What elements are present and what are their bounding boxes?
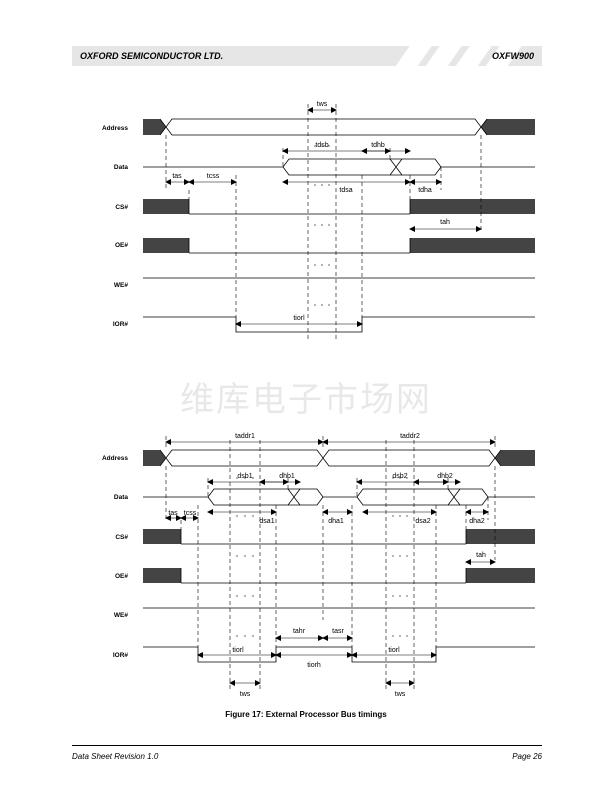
timing-label-tws: tws [395,691,406,698]
signal-label-we: WE# [114,612,128,619]
address-waveform [143,118,535,136]
timing-label-tdhb: tdhb [371,142,385,149]
bottom-dotted-region [236,477,408,637]
timing-label-tas: tas [172,173,182,180]
oe-waveform [143,238,535,254]
timing-label-taddr1: taddr1 [235,433,255,440]
ior-waveform [143,646,535,663]
timing-label-tah: tah [476,552,486,559]
top-timing-arrows [165,107,482,327]
timing-label-tws: tws [240,691,251,698]
timing-label-dhb2: dhb2 [437,473,453,480]
footer-revision: Data Sheet Revision 1.0 [72,752,159,761]
timing-label-dha1: dha1 [328,518,344,525]
timing-label-tdha: tdha [418,187,432,194]
timing-label-tiorl: tiorl [232,647,244,654]
timing-label-dsb1: dsb1 [237,473,252,480]
oe-waveform [143,568,535,584]
data-waveform [143,158,535,176]
cs-waveform [143,199,535,215]
signal-label-address: Address [102,455,128,462]
timing-label-dsa2: dsa2 [415,518,430,525]
footer-page-number: Page 26 [512,752,542,761]
bottom-timing-arrows [165,439,496,686]
bottom-reference-lines [165,436,496,690]
signal-label-address: Address [102,125,128,132]
signal-label-cs: CS# [115,534,128,541]
timing-label-tdsa: tdsa [339,187,352,194]
timing-label-dsb2: dsb2 [392,473,407,480]
top-timing-diagram: Address Data CS# OE# WE# IOR# [102,101,535,340]
timing-label-tdsb: tdsb [315,142,328,149]
bottom-timing-diagram: Address Data CS# OE# WE# IOR# [102,433,535,698]
signal-label-data: Data [114,494,128,501]
address-waveform [143,449,535,467]
timing-label-tiorl: tiorl [293,315,305,322]
header-part-number: OXFW900 [491,51,534,61]
footer-divider [72,745,542,746]
timing-label-tasr: tasr [332,628,344,635]
data-waveform [143,488,535,506]
top-dotted-region [314,145,330,306]
header-company: OXFORD SEMICONDUCTOR LTD. [80,51,224,61]
signal-label-we: WE# [114,282,128,289]
signal-label-oe: OE# [115,573,128,580]
timing-label-taddr2: taddr2 [400,433,420,440]
timing-label-dsa1: dsa1 [259,518,274,525]
timing-label-tiorh: tiorh [307,662,321,669]
top-reference-lines [165,104,482,340]
signal-label-cs: CS# [115,204,128,211]
timing-label-dha2: dha2 [469,518,485,525]
timing-label-tahr: tahr [293,628,306,635]
timing-label-tws: tws [317,101,328,108]
header-bar: OXFORD SEMICONDUCTOR LTD. OXFW900 [72,46,542,66]
timing-label-tcss: tcss [184,510,197,517]
timing-label-tiorl: tiorl [388,647,400,654]
timing-label-tah: tah [440,219,450,226]
watermark: 维库电子市场网 [180,380,432,420]
ior-waveform [143,316,535,333]
timing-label-dhb1: dhb1 [279,473,295,480]
signal-label-data: Data [114,164,128,171]
figure-caption: Figure 17: External Processor Bus timing… [225,710,387,719]
signal-label-ior: IOR# [113,652,129,659]
signal-label-oe: OE# [115,242,128,249]
timing-label-tas: tas [168,510,178,517]
signal-label-ior: IOR# [113,321,129,328]
timing-label-tcss: tcss [207,173,220,180]
cs-waveform [143,529,535,545]
